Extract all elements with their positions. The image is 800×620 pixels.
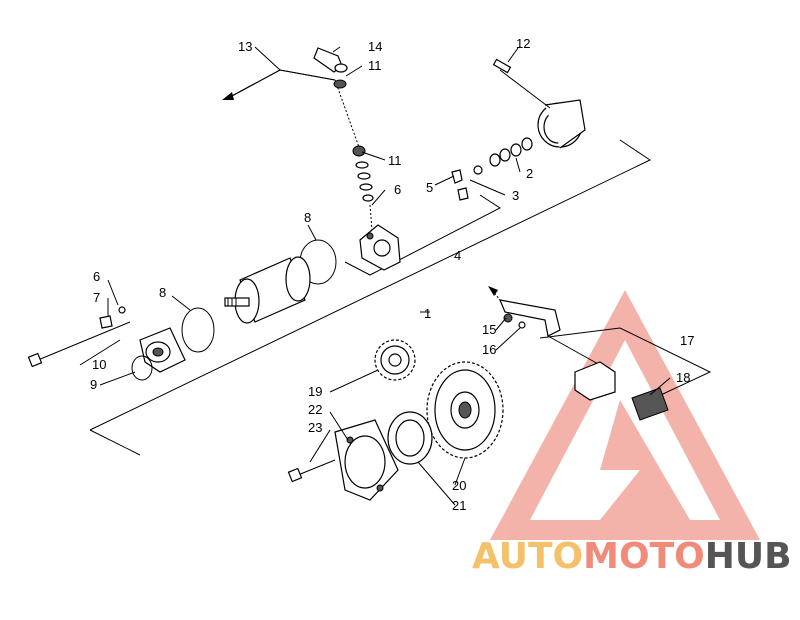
long-bolt — [27, 321, 131, 368]
nut-stack — [333, 79, 374, 231]
callout-1: 1 — [424, 306, 431, 321]
callout-3: 3 — [512, 188, 519, 203]
starter-relay — [574, 361, 669, 421]
starter-driven-gear — [426, 361, 504, 459]
callout-22: 22 — [308, 402, 322, 417]
callout-16: 16 — [482, 342, 496, 357]
callout-18: 18 — [676, 370, 690, 385]
callout-20: 20 — [452, 478, 466, 493]
svg-text:AUTOMOTOHUB: AUTOMOTOHUB — [472, 536, 792, 577]
brush-spring-parts — [451, 165, 483, 201]
callout-8-upper: 8 — [304, 210, 311, 225]
assembly-bracket-lines — [89, 139, 712, 456]
callout-7: 7 — [93, 290, 100, 305]
reduction-gear — [374, 339, 416, 381]
watermark-part-auto: AUTO — [472, 536, 583, 577]
one-way-clutch — [387, 411, 433, 465]
callout-10: 10 — [92, 357, 106, 372]
watermark-logo — [490, 290, 760, 540]
leader-lines — [79, 46, 671, 506]
callout-14: 14 — [368, 39, 382, 54]
callout-11-top: 11 — [368, 58, 382, 73]
watermark-text: AUTOMOTOHUB — [472, 536, 792, 577]
starter-end-cap — [492, 58, 586, 149]
callout-19: 19 — [308, 384, 322, 399]
housing-bolt — [287, 459, 336, 483]
callout-21: 21 — [452, 498, 466, 513]
watermark-part-hub: HUB — [705, 536, 792, 577]
callout-13: 13 — [238, 39, 252, 54]
relay-bracket — [488, 286, 601, 366]
callout-2: 2 — [526, 166, 533, 181]
callout-8-lower: 8 — [159, 285, 166, 300]
front-bracket — [139, 327, 186, 373]
callout-4: 4 — [454, 248, 461, 263]
washer-set — [489, 137, 533, 167]
callout-11-mid: 11 — [388, 153, 402, 168]
terminal-boot-cap — [313, 47, 348, 73]
callout-labels: 13 14 11 11 6 5 3 2 4 12 8 8 6 7 10 9 1 … — [90, 36, 694, 513]
brush-holder-plate — [359, 224, 401, 271]
callout-17: 17 — [680, 333, 694, 348]
small-o-ring — [131, 355, 153, 381]
callout-5: 5 — [426, 180, 433, 195]
starter-motor — [224, 256, 311, 324]
callout-15: 15 — [482, 322, 496, 337]
callout-6-upper: 6 — [394, 182, 401, 197]
clutch-housing — [334, 419, 399, 501]
callout-12: 12 — [516, 36, 530, 51]
callout-6-lower: 6 — [93, 269, 100, 284]
callout-9: 9 — [90, 377, 97, 392]
watermark-part-moto: MOTO — [583, 536, 705, 577]
lock-washer-parts — [99, 306, 126, 329]
callout-23: 23 — [308, 420, 322, 435]
o-ring-lower — [181, 307, 215, 353]
